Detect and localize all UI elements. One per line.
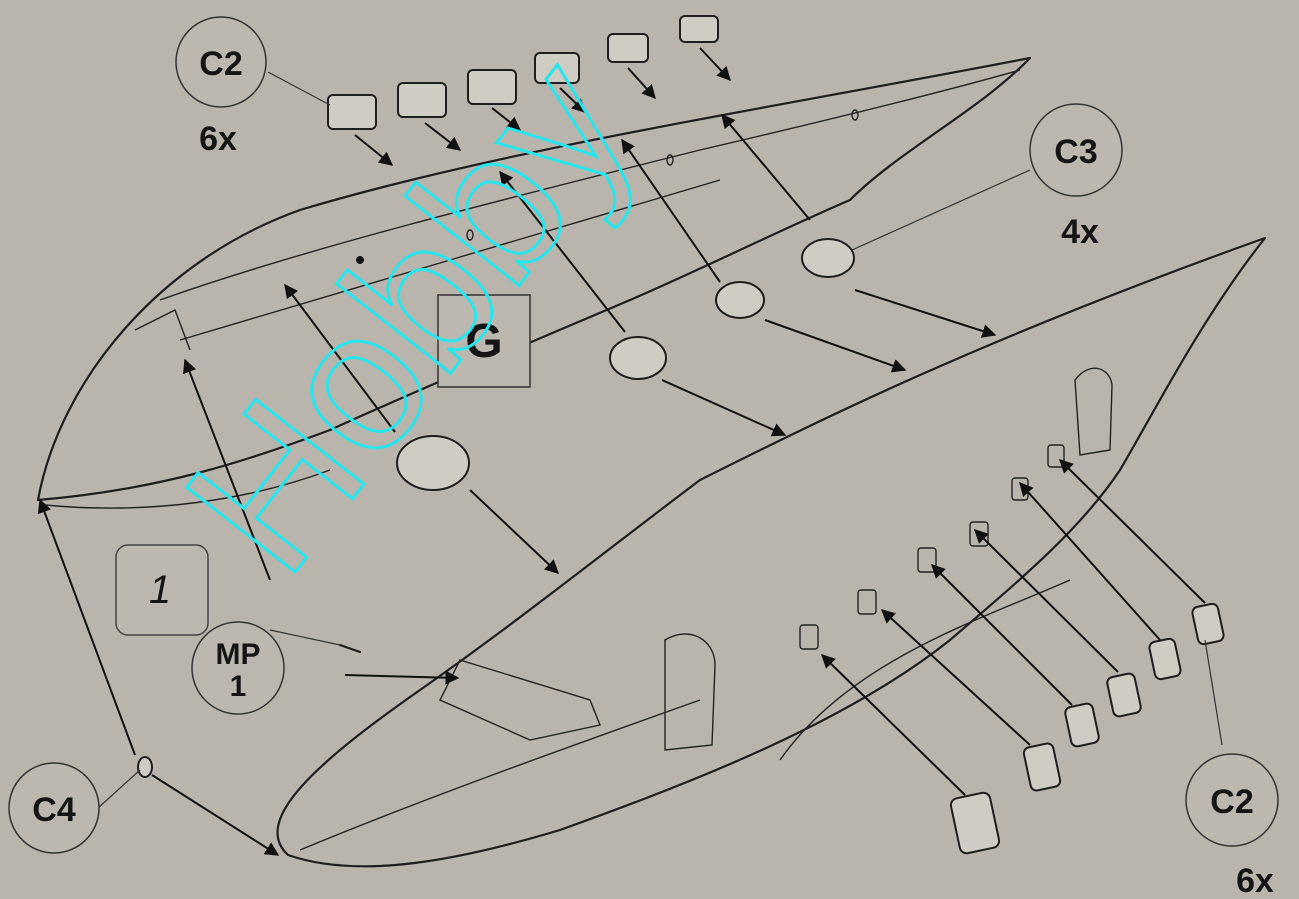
lower-fuselage-half bbox=[276, 236, 1267, 868]
c3-disc-parts bbox=[396, 238, 855, 491]
c2-bottom-window-parts bbox=[949, 602, 1225, 855]
upper-fuselage-half bbox=[36, 56, 1032, 509]
callout-c2-top: C2 6x bbox=[175, 16, 267, 158]
assembly-arrows bbox=[37, 47, 1206, 856]
c2-bottom-part-label: C2 bbox=[1210, 783, 1253, 821]
callout-c4: C4 bbox=[8, 762, 100, 854]
step-number: 1 bbox=[149, 568, 171, 612]
callout-c2-bottom: C2 6x bbox=[1185, 753, 1279, 899]
c4-part-label: C4 bbox=[32, 791, 76, 829]
c4-part bbox=[137, 756, 153, 778]
c2-top-qty-label: 6x bbox=[199, 120, 237, 158]
c3-qty-label: 4x bbox=[1061, 213, 1099, 251]
c2-bottom-qty-label: 6x bbox=[1236, 862, 1274, 899]
c2-top-part-label: C2 bbox=[199, 45, 242, 83]
callout-c3: C3 4x bbox=[1029, 103, 1123, 251]
mp1-label-line2: 1 bbox=[230, 670, 247, 703]
c3-part-label: C3 bbox=[1054, 133, 1097, 171]
callout-mp1: MP 1 bbox=[191, 621, 285, 715]
mp1-label-line1: MP bbox=[216, 638, 261, 671]
callout-g: G bbox=[437, 294, 531, 388]
mp1-part bbox=[338, 643, 362, 654]
step-number-box: 1 bbox=[115, 544, 209, 636]
leader-lines bbox=[97, 71, 1223, 809]
cabin-window-row bbox=[799, 444, 1065, 650]
g-part-label: G bbox=[465, 315, 502, 368]
c2-top-window-parts bbox=[327, 15, 719, 130]
